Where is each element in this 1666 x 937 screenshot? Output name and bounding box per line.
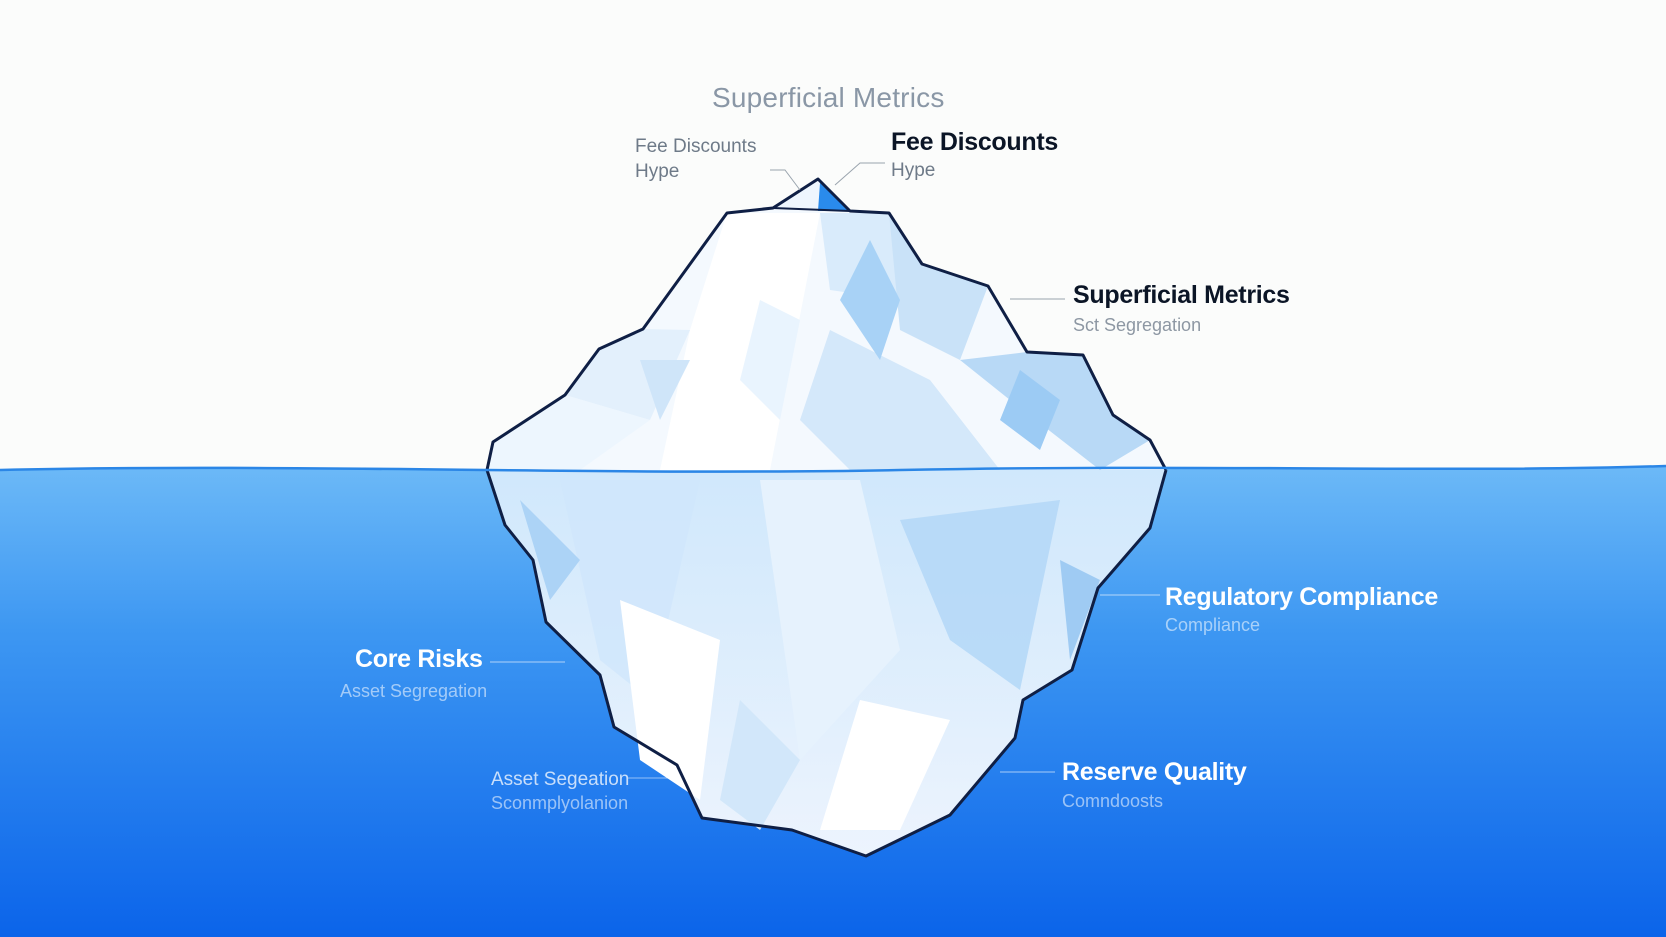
diagram-heading: Superficial Metrics <box>712 82 945 113</box>
core-risks-subtitle: Asset Segregation <box>340 681 488 701</box>
core-risks-title: Core Risks <box>355 645 483 673</box>
left-callout-line2: Hype <box>635 161 680 182</box>
deep-left-line1: Asset Segeation <box>491 769 630 790</box>
iceberg-icon <box>485 177 1168 858</box>
tip-callout-title: Fee Discounts <box>891 128 1058 156</box>
waterline-icon <box>0 464 1666 473</box>
leader-lines <box>490 162 1160 779</box>
iceberg-bottom-outline <box>485 470 1168 858</box>
deep-left-line2: Sconmplyolanion <box>491 793 629 813</box>
left-callout-line1: Fee Discounts <box>635 136 757 157</box>
reserve-title: Reserve Quality <box>1062 758 1247 786</box>
regulatory-title: Regulatory Compliance <box>1165 583 1438 611</box>
reserve-subtitle: Comndoosts <box>1062 791 1164 811</box>
right-callout-subtitle: Sct Segregation <box>1073 315 1202 335</box>
tip-callout-subtitle: Hype <box>891 160 936 181</box>
right-callout-title: Superficial Metrics <box>1073 281 1290 309</box>
regulatory-subtitle: Compliance <box>1165 615 1261 635</box>
